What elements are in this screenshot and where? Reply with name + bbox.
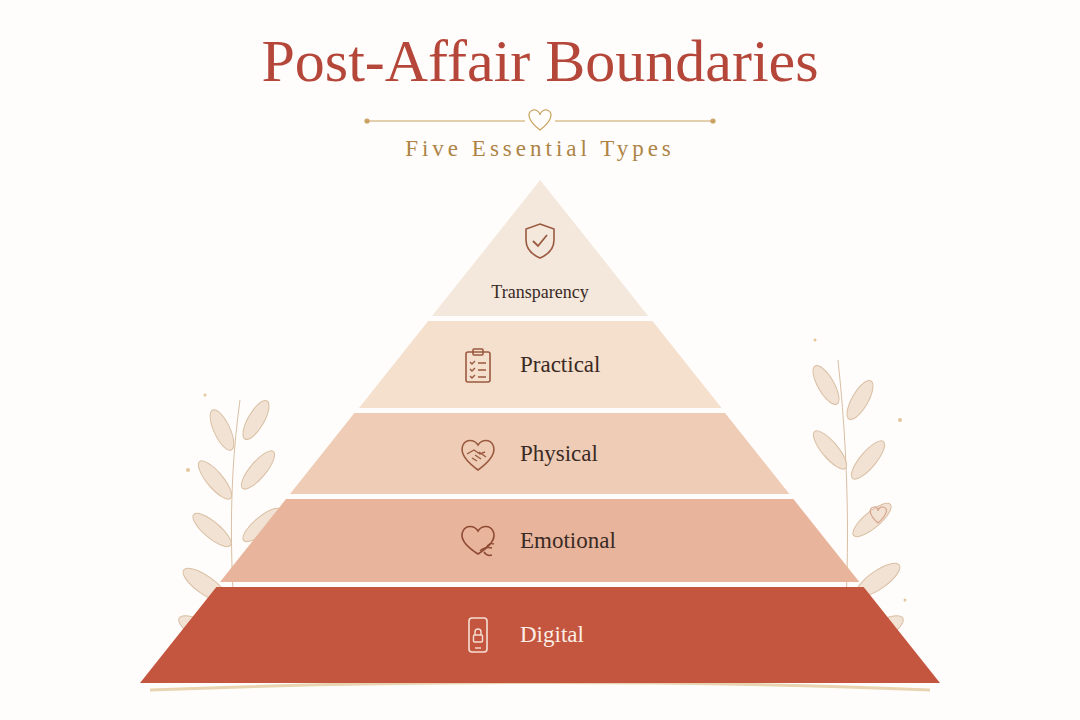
band-label: Transparency: [491, 282, 588, 303]
title: Post-Affair Boundaries: [0, 28, 1080, 94]
band-label: Digital: [520, 622, 584, 648]
pyramid-band: Digital: [140, 587, 940, 683]
band-label: Physical: [520, 441, 598, 467]
band-icon: [458, 521, 498, 561]
band-icon: [458, 345, 498, 385]
band-label: Emotional: [520, 528, 616, 554]
subtitle: Five Essential Types: [0, 136, 1080, 162]
pyramid-band: Emotional: [220, 499, 859, 582]
band-icon: [458, 434, 498, 474]
pyramid-band: Transparency: [432, 180, 648, 316]
band-label: Practical: [520, 352, 600, 378]
band-icon: [458, 615, 498, 655]
band-icon: [520, 220, 560, 260]
pyramid-band: Practical: [359, 321, 722, 408]
pyramid-band: Physical: [290, 413, 789, 494]
